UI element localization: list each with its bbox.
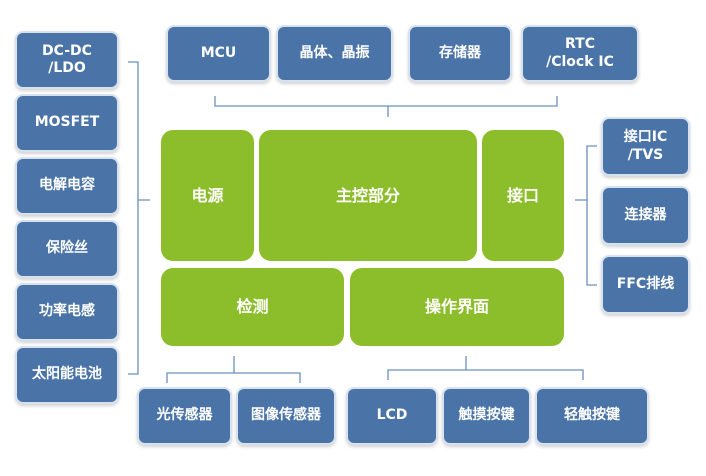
crystal-oscillator-box: 晶体、晶振: [276, 25, 393, 82]
operation-ui-block: 操作界面: [350, 268, 564, 346]
mcu-box: MCU: [166, 25, 271, 82]
ffc-cable-box: FFC排线: [601, 255, 690, 314]
main-control-block: 主控部分: [259, 130, 477, 261]
rtc-clock-ic-box: RTC /Clock IC: [521, 25, 639, 82]
solar-cell-box: 太阳能电池: [15, 346, 119, 404]
power-block: 电源: [161, 130, 254, 261]
mosfet-box: MOSFET: [15, 94, 119, 152]
connector-box: 连接器: [601, 186, 690, 245]
interface-block: 接口: [482, 130, 564, 261]
right-bracket: [575, 145, 597, 286]
detection-block: 检测: [161, 268, 344, 346]
lcd-box: LCD: [346, 387, 438, 445]
fuse-box: 保险丝: [15, 220, 119, 278]
interface-ic-tvs-box: 接口IC /TVS: [601, 117, 690, 176]
left-bracket: [128, 61, 150, 375]
touch-key-box: 触摸按键: [442, 387, 531, 445]
tact-switch-box: 轻触按键: [535, 387, 649, 445]
top-bracket: [214, 96, 558, 117]
bottom-left-bracket: [166, 356, 301, 383]
bottom-right-bracket: [387, 356, 584, 380]
memory-box: 存储器: [408, 25, 512, 82]
image-sensor-box: 图像传感器: [236, 387, 336, 445]
electrolytic-capacitor-box: 电解电容: [15, 157, 119, 215]
light-sensor-box: 光传感器: [137, 387, 232, 445]
dcdc-ldo-box: DC-DC /LDO: [15, 31, 119, 89]
power-inductor-box: 功率电感: [15, 283, 119, 341]
